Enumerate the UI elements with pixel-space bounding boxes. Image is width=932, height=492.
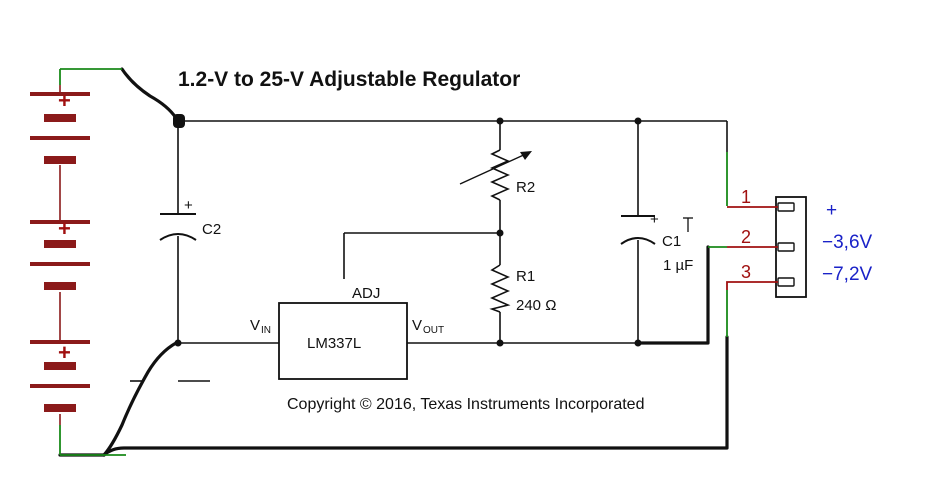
- ic-vout-label: V: [412, 317, 422, 334]
- connector-label-2: −3,6V: [822, 232, 873, 253]
- connector-pin-1: [777, 202, 795, 212]
- ic-lm337l: LM337L ADJ V IN V OUT: [250, 285, 444, 380]
- c2-polarity: +: [184, 197, 193, 214]
- handdrawn-diagonal-lead: [102, 341, 178, 457]
- battery-plate-long: [30, 92, 90, 96]
- handdrawn-blob: [173, 114, 185, 128]
- capacitor-c2: + C2: [159, 197, 221, 241]
- battery-plus-3: +: [58, 340, 71, 365]
- junction-dot: [174, 339, 182, 347]
- connector-pin-2-number: 2: [741, 227, 751, 247]
- c2-label: C2: [202, 221, 221, 238]
- ic-adj-label: ADJ: [352, 285, 380, 302]
- handdrawn-c1-lead: [636, 245, 710, 345]
- green-wires: [59, 68, 728, 456]
- battery-plate-long: [30, 262, 90, 266]
- connector-pin-3: [777, 277, 795, 287]
- connector-label-3: −7,2V: [822, 264, 873, 285]
- junction-dot: [496, 339, 504, 347]
- ic-name: LM337L: [307, 335, 361, 352]
- battery-plate-long: [30, 220, 90, 224]
- resistor-r1: R1 240 Ω: [489, 264, 556, 314]
- junction-dots: [174, 117, 642, 347]
- ic-body: [278, 302, 408, 380]
- connector-wire-3: [726, 281, 778, 290]
- c1-polarity: +: [650, 211, 659, 228]
- battery-plate-short: [44, 282, 76, 290]
- schematic-title: 1.2-V to 25-V Adjustable Regulator: [178, 68, 520, 91]
- connector-label-1: +: [826, 200, 837, 221]
- r1-label: R1: [516, 268, 535, 285]
- junction-dot: [496, 229, 504, 237]
- ic-vin-label: V: [250, 317, 260, 334]
- r1-value: 240 Ω: [516, 297, 556, 314]
- c1-plate-curved: [620, 237, 656, 245]
- ic-vin-sub: IN: [261, 325, 271, 336]
- battery-plate-short: [44, 362, 76, 370]
- r2-label: R2: [516, 179, 535, 196]
- battery-plate-short: [44, 156, 76, 164]
- battery-plate-short: [44, 114, 76, 122]
- junction-dot: [496, 117, 504, 125]
- battery-plate-long: [30, 136, 90, 140]
- r1-zigzag: [489, 264, 511, 313]
- ic-vout-sub: OUT: [423, 325, 444, 336]
- connector-pin-3-number: 3: [741, 262, 751, 282]
- junction-dot: [634, 117, 642, 125]
- r2-arrow-head: [520, 151, 532, 160]
- capacitor-c1: + C1 1 µF: [620, 211, 693, 274]
- r2-zigzag: [490, 149, 510, 201]
- battery-plus-2: +: [58, 216, 71, 241]
- battery-plate-long: [30, 340, 90, 344]
- connector-pin-2: [777, 242, 795, 252]
- connector-header: 1 2 3 + −3,6V −7,2V: [726, 187, 873, 298]
- handdrawn-top-lead: [120, 67, 182, 126]
- battery-plate-short: [44, 240, 76, 248]
- copyright-text: Copyright © 2016, Texas Instruments Inco…: [287, 396, 644, 413]
- connector-pin-1-number: 1: [741, 187, 751, 207]
- battery-plate-short: [44, 404, 76, 412]
- battery-plus-1: +: [58, 88, 71, 113]
- battery-plate-long: [30, 384, 90, 388]
- resistor-r2: R2: [459, 149, 535, 201]
- battery-stack: + + +: [30, 85, 90, 425]
- r2-arrow-line: [459, 152, 529, 185]
- c1-label: C1: [662, 233, 681, 250]
- c1-value: 1 µF: [663, 257, 693, 274]
- c2-plate-curved: [159, 233, 197, 241]
